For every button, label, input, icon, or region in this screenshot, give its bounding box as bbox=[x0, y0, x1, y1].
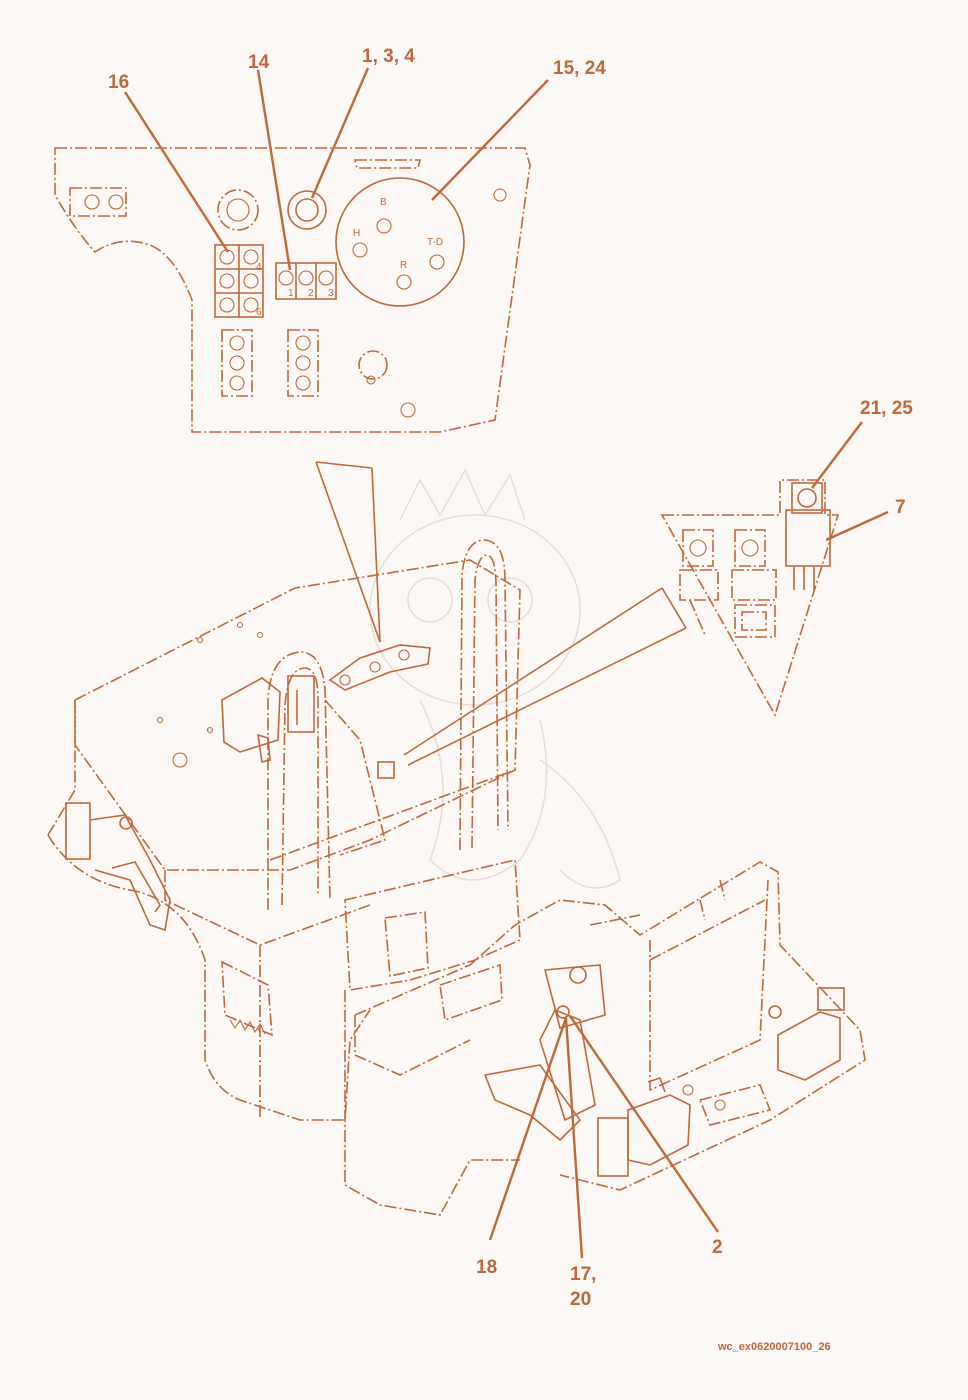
callout-18: 18 bbox=[476, 1257, 497, 1278]
callout-15-24: 15, 24 bbox=[553, 58, 606, 79]
callout-2: 2 bbox=[712, 1237, 723, 1258]
switch-number-6: 6 bbox=[256, 307, 262, 318]
switch-number-3: 3 bbox=[328, 288, 334, 299]
switch-number-1: 1 bbox=[288, 288, 294, 299]
switch-number-2: 2 bbox=[308, 288, 314, 299]
relay-detail bbox=[660, 421, 889, 717]
front-frame bbox=[354, 861, 866, 1191]
machine-body bbox=[47, 539, 521, 1216]
relay-callout-wedge bbox=[403, 587, 687, 766]
instrument-panel-detail: B H T-D R 4 6 1 2 3 bbox=[54, 147, 531, 433]
top-leader-lines bbox=[123, 67, 549, 271]
gauge-label-r: R bbox=[400, 260, 407, 271]
callout-14: 14 bbox=[248, 52, 270, 73]
callout-16: 16 bbox=[108, 72, 129, 93]
callout-1-3-4: 1, 3, 4 bbox=[362, 46, 415, 67]
figure-reference: wc_ex0620007100_26 bbox=[717, 1341, 831, 1353]
callout-17-20-line2: 20 bbox=[570, 1289, 591, 1310]
gauge-label-td: T-D bbox=[427, 237, 443, 248]
panel-callout-wedge bbox=[315, 461, 381, 643]
gauge-label-b: B bbox=[380, 197, 387, 208]
callout-7: 7 bbox=[895, 497, 906, 518]
bottom-leader-lines bbox=[488, 1015, 719, 1259]
callout-21-25: 21, 25 bbox=[860, 398, 913, 419]
callout-17-20-line1: 17, bbox=[570, 1264, 596, 1285]
switch-number-4: 4 bbox=[256, 262, 262, 273]
gauge-label-h: H bbox=[353, 228, 360, 239]
watermark-mascot bbox=[369, 468, 621, 889]
